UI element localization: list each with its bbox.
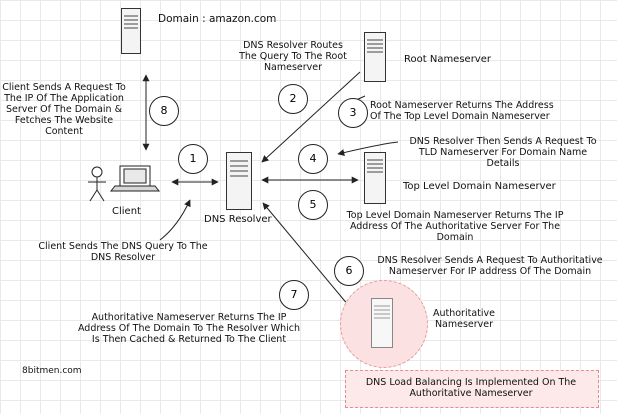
step-7-badge: 7 (279, 280, 309, 310)
callout-step-1 (159, 199, 191, 241)
client-person-icon (88, 166, 106, 202)
dns-resolver-icon (226, 152, 252, 210)
step-4-text: DNS Resolver Then Sends A Request To TLD… (409, 136, 597, 169)
step-3-text: Root Nameserver Returns The Address Of T… (370, 100, 554, 122)
load-balancing-note-box (345, 370, 599, 408)
step-5-badge: 5 (298, 190, 328, 220)
step-4-badge: 4 (298, 144, 328, 174)
step-2-text: DNS Resolver Routes The Query To The Roo… (239, 40, 347, 73)
root-nameserver-label: Root Nameserver (404, 54, 491, 65)
callout-step-4 (337, 141, 399, 156)
root-nameserver-icon (364, 32, 386, 82)
domain-label: Domain : amazon.com (158, 13, 277, 25)
tld-nameserver-icon (364, 152, 386, 204)
step-8-badge: 8 (149, 96, 179, 126)
authoritative-nameserver-label: Authoritative Nameserver (432, 308, 495, 330)
tld-nameserver-label: Top Level Domain Nameserver (403, 181, 556, 192)
step-1-text: Client Sends The DNS Query To The DNS Re… (38, 241, 208, 263)
step-5-text: Top Level Domain Nameserver Returns The … (346, 210, 564, 243)
laptop-icon (109, 165, 161, 192)
step-7-text: Authoritative Nameserver Returns The IP … (77, 312, 301, 345)
dns-resolver-label: DNS Resolver (204, 214, 272, 225)
arrow-step-2 (261, 71, 361, 163)
step-2-badge: 2 (278, 84, 308, 114)
domain-server-icon (121, 8, 141, 54)
authoritative-nameserver-icon (371, 298, 393, 348)
step-6-badge: 6 (334, 256, 364, 286)
load-balancing-note-text: DNS Load Balancing Is Implemented On The… (365, 377, 577, 399)
client-label: Client (112, 206, 141, 217)
step-8-text: Client Sends A Request To The IP Of The … (2, 82, 126, 137)
watermark: 8bitmen.com (22, 366, 82, 376)
step-1-badge: 1 (178, 144, 208, 174)
step-6-text: DNS Resolver Sends A Request To Authorit… (377, 255, 603, 277)
step-3-badge: 3 (338, 98, 368, 128)
